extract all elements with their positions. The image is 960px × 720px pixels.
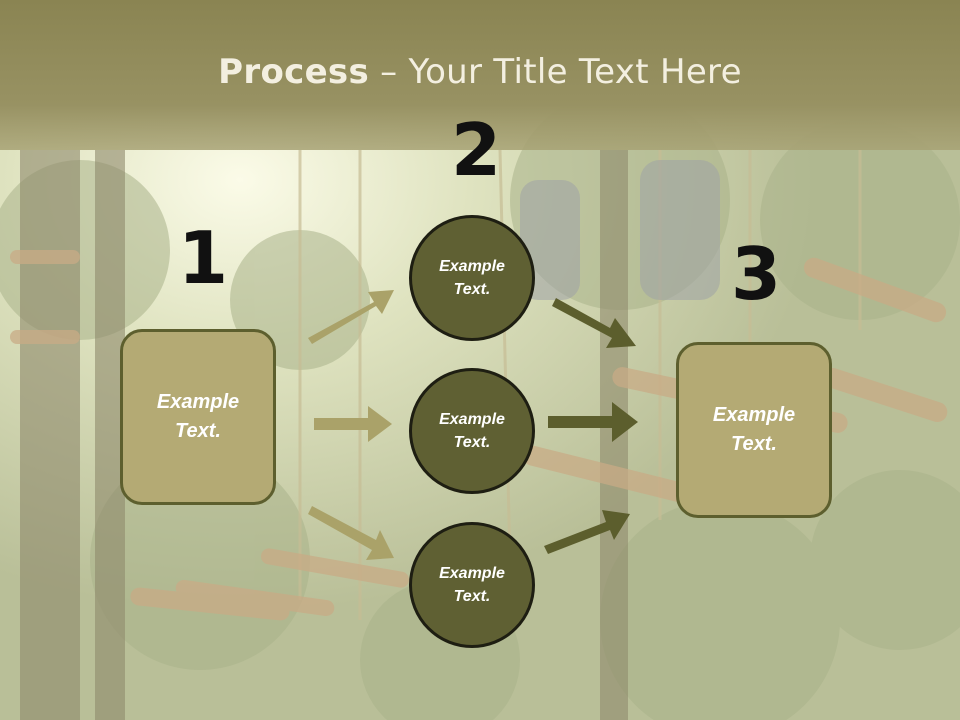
arrow-left-down	[308, 506, 394, 560]
left-arrows	[308, 290, 394, 560]
step-1-box: Example Text.	[120, 329, 276, 505]
step-number-1: 1	[178, 216, 229, 300]
step-number-3: 3	[731, 232, 782, 316]
title-bold: Process	[218, 52, 370, 92]
circle-middle-text: Example Text.	[439, 410, 505, 451]
step-number-2: 2	[451, 108, 502, 192]
circle-middle: Example Text.	[409, 368, 535, 494]
arrow-right-down	[552, 298, 636, 348]
arrow-left-middle	[314, 406, 392, 442]
page-title: Process – Your Title Text Here	[0, 52, 960, 92]
step-1-text: Example Text.	[156, 391, 240, 442]
step-3-text: Example Text.	[712, 404, 796, 455]
step-3-box: Example Text.	[676, 342, 832, 518]
right-arrows	[544, 298, 638, 554]
circle-top: Example Text.	[409, 215, 535, 341]
circle-top-text: Example Text.	[439, 257, 505, 298]
arrow-right-middle	[548, 402, 638, 442]
arrow-left-up	[308, 290, 394, 344]
title-rest: – Your Title Text Here	[369, 52, 742, 92]
circle-bottom: Example Text.	[409, 522, 535, 648]
circle-bottom-text: Example Text.	[439, 564, 505, 605]
arrow-right-up	[544, 510, 630, 554]
